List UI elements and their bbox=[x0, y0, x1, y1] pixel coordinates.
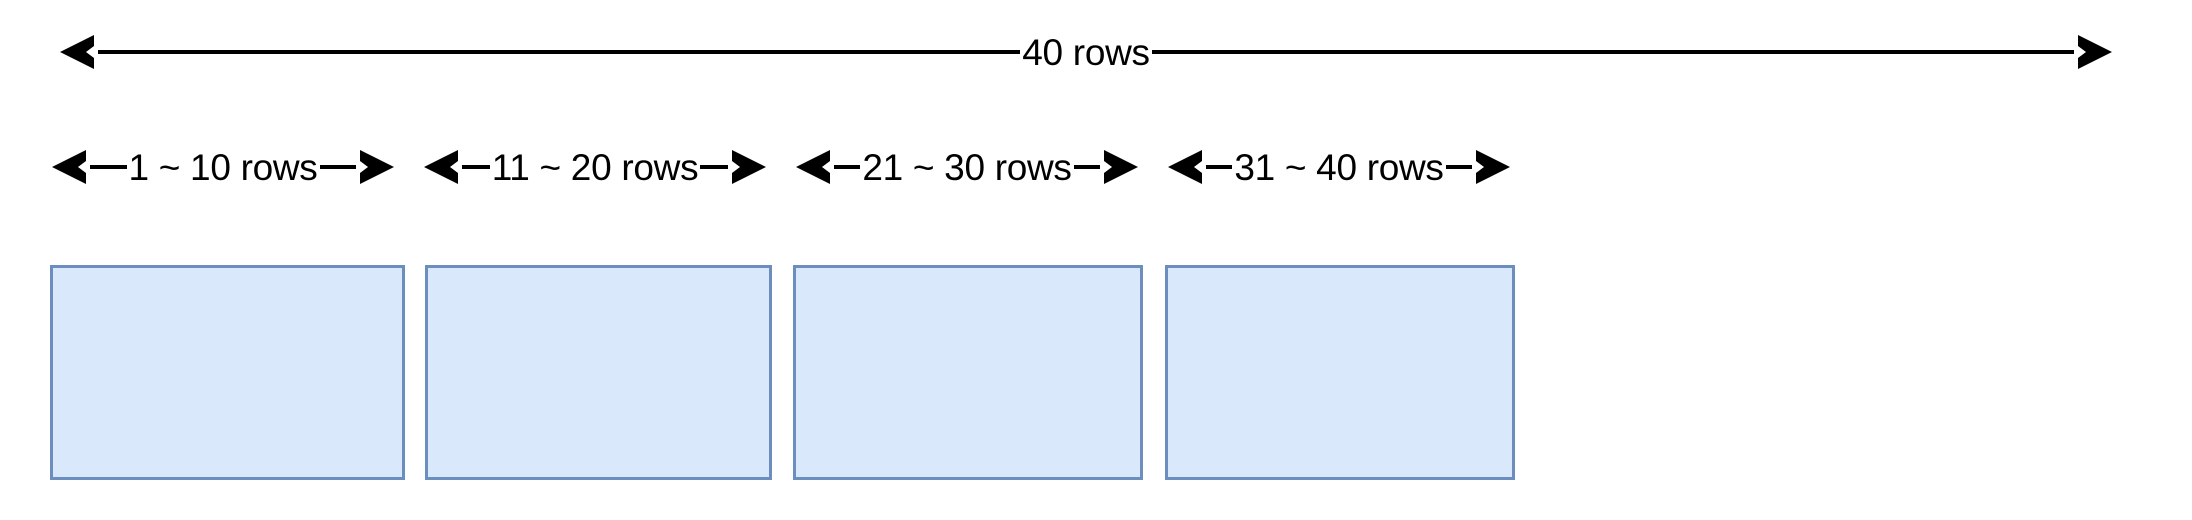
segment-arrow-graphic: 11 ~ 20 rows bbox=[424, 145, 766, 189]
segment-arrow-label: 1 ~ 10 rows bbox=[128, 146, 318, 188]
chunk-box-rows-1-10[interactable] bbox=[50, 265, 405, 480]
segment-arrow-graphic: 1 ~ 10 rows bbox=[52, 145, 394, 189]
total-span-label: 40 rows bbox=[1022, 31, 1150, 73]
arrow-head-right-icon bbox=[1472, 150, 1510, 184]
arrow-head-left-icon bbox=[424, 150, 462, 184]
segment-arrow-label: 11 ~ 20 rows bbox=[491, 146, 699, 188]
arrow-shaft-right bbox=[319, 165, 360, 169]
total-span-arrow: 40 rows bbox=[60, 30, 2112, 74]
arrow-shaft-right bbox=[700, 165, 732, 169]
arrow-head-right-icon bbox=[1100, 150, 1138, 184]
arrow-head-left-icon bbox=[1168, 150, 1206, 184]
total-span-arrow-graphic: 40 rows bbox=[60, 30, 2112, 74]
segment-arrow-graphic: 31 ~ 40 rows bbox=[1168, 145, 1510, 189]
arrow-head-left-icon bbox=[796, 150, 834, 184]
arrow-head-left-icon bbox=[52, 150, 90, 184]
arrow-head-right-icon bbox=[2074, 35, 2112, 69]
segment-arrow-rows-11-20: 11 ~ 20 rows bbox=[424, 145, 766, 189]
segment-arrow-graphic: 21 ~ 30 rows bbox=[796, 145, 1138, 189]
arrow-shaft-left bbox=[1202, 165, 1233, 169]
arrow-shaft-left bbox=[86, 165, 127, 169]
segment-arrow-label: 21 ~ 30 rows bbox=[862, 146, 1072, 188]
arrow-head-right-icon bbox=[356, 150, 394, 184]
chunk-box-rows-21-30[interactable] bbox=[793, 265, 1143, 480]
arrow-shaft-right bbox=[1445, 165, 1476, 169]
chunk-box-rows-11-20[interactable] bbox=[425, 265, 772, 480]
segment-arrow-rows-21-30: 21 ~ 30 rows bbox=[796, 145, 1138, 189]
arrow-shaft-right bbox=[1151, 50, 2078, 54]
chunk-box-rows-31-40[interactable] bbox=[1165, 265, 1515, 480]
arrow-shaft-right bbox=[1073, 165, 1104, 169]
arrow-head-left-icon bbox=[60, 35, 98, 69]
arrow-shaft-left bbox=[94, 50, 1021, 54]
arrow-shaft-left bbox=[458, 165, 490, 169]
segment-arrow-rows-1-10: 1 ~ 10 rows bbox=[52, 145, 394, 189]
segment-arrow-label: 31 ~ 40 rows bbox=[1234, 146, 1444, 188]
segment-arrow-rows-31-40: 31 ~ 40 rows bbox=[1168, 145, 1510, 189]
arrow-head-right-icon bbox=[728, 150, 766, 184]
arrow-shaft-left bbox=[830, 165, 861, 169]
